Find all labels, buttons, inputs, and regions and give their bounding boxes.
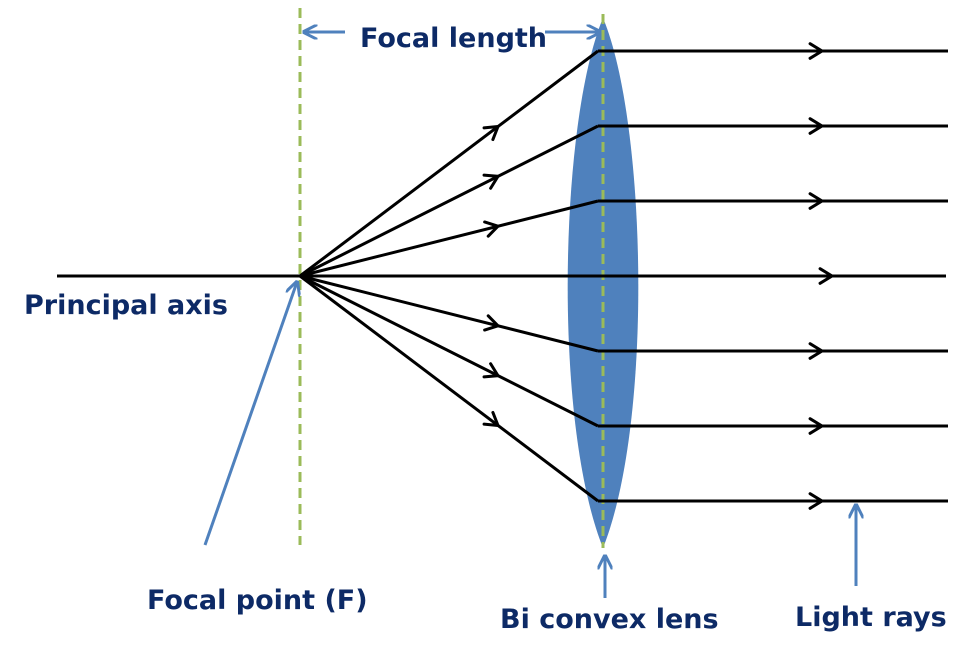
- ray-arrowhead: [482, 362, 501, 379]
- diverging-ray: [299, 199, 599, 278]
- principal-axis-label: Principal axis: [24, 290, 228, 321]
- focal-length-label: Focal length: [360, 23, 547, 54]
- ray-arrowhead: [808, 492, 825, 510]
- bi-convex-lens: [567, 18, 639, 548]
- diverging-ray: [299, 274, 599, 503]
- light-rays-label: Light rays: [795, 602, 947, 633]
- ray-arrowhead: [483, 314, 501, 332]
- ray-arrowhead: [808, 417, 825, 435]
- ray-arrowhead: [818, 267, 835, 285]
- diverging-ray: [299, 274, 599, 353]
- ray-arrowhead: [808, 42, 825, 60]
- ray-arrowhead: [482, 173, 501, 190]
- diverging-ray: [299, 274, 599, 428]
- ray-arrowhead: [482, 410, 501, 428]
- ray-arrowhead: [808, 192, 825, 210]
- ray-arrowhead: [482, 124, 501, 142]
- ray-arrowhead: [483, 220, 501, 238]
- ray-arrowhead: [808, 342, 825, 360]
- ray-arrowhead: [808, 117, 825, 135]
- lens-label: Bi convex lens: [500, 604, 719, 635]
- light-rays-group: [299, 42, 948, 510]
- focal-point-label: Focal point (F): [147, 585, 368, 616]
- diverging-ray: [299, 124, 599, 278]
- focal-point-pointer-arrow: [203, 282, 297, 546]
- diverging-ray: [299, 49, 599, 278]
